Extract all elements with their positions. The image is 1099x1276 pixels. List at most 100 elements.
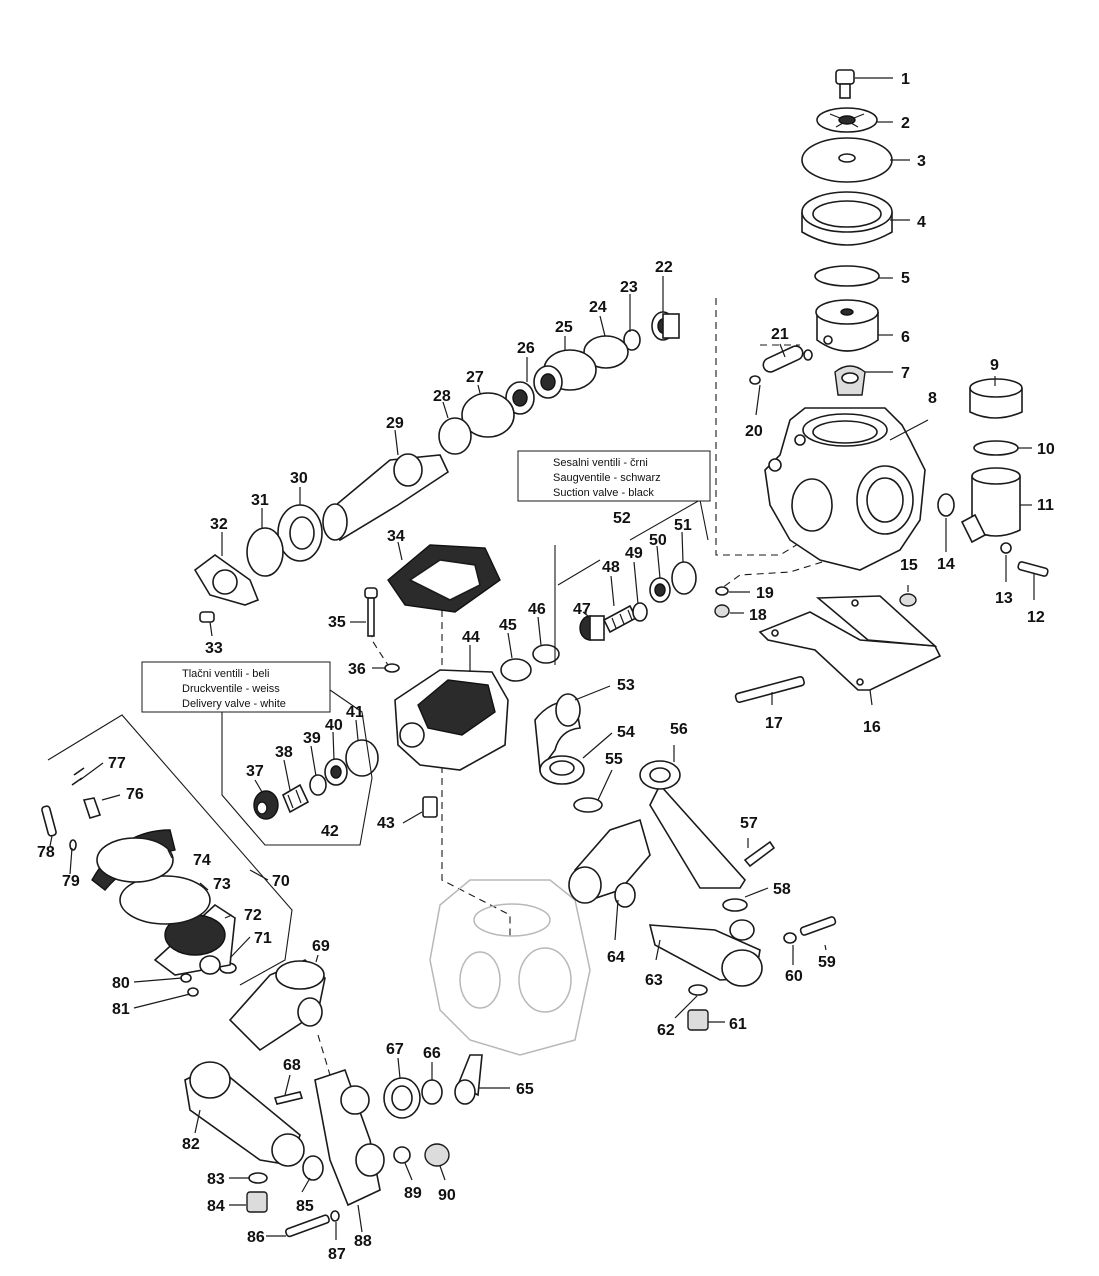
callout-11: 11 <box>1037 497 1054 514</box>
part-53-suction-elbow <box>534 693 581 773</box>
part-61-plug <box>687 1009 709 1031</box>
callout-83: 83 <box>207 1171 225 1188</box>
part-58-o-ring <box>722 898 748 912</box>
part-90-plug <box>424 1143 450 1167</box>
callout-17: 17 <box>765 715 783 732</box>
part-4-cylinder <box>801 191 893 246</box>
part-56-suction-manifold <box>639 760 746 889</box>
part-19-washer <box>715 586 729 596</box>
part-66-o-ring <box>421 1079 443 1105</box>
callout-numbers: 1 2 3 4 5 6 7 8 9 10 11 12 13 14 15 16 1… <box>37 71 1055 1263</box>
callout-56: 56 <box>670 721 688 738</box>
part-22-seal <box>651 311 680 341</box>
callout-80: 80 <box>112 975 130 992</box>
callout-67: 67 <box>386 1041 404 1058</box>
callout-6: 6 <box>901 329 910 346</box>
callout-14: 14 <box>937 556 955 573</box>
part-85-o-ring <box>302 1155 324 1181</box>
callout-3: 3 <box>917 153 926 170</box>
callout-69: 69 <box>312 938 330 955</box>
callout-13: 13 <box>995 590 1013 607</box>
part-76-knob-screw <box>82 797 102 819</box>
suction-box-line-2: Saugventile - schwarz <box>553 472 661 484</box>
callout-25: 25 <box>555 319 573 336</box>
part-39-valve-disc <box>309 774 327 796</box>
callout-40: 40 <box>325 717 343 734</box>
callout-70: 70 <box>272 873 290 890</box>
callout-23: 23 <box>620 279 638 296</box>
part-21-piston-pin <box>762 345 804 373</box>
cylinder-stack-group <box>749 69 893 396</box>
callout-27: 27 <box>466 369 484 386</box>
callout-72: 72 <box>244 907 262 924</box>
part-45-o-ring <box>500 658 532 682</box>
part-72-regulator-housing <box>153 903 236 976</box>
callout-24: 24 <box>589 299 607 316</box>
part-67-nut <box>383 1077 421 1119</box>
callout-32: 32 <box>210 516 228 533</box>
callout-64: 64 <box>607 949 625 966</box>
callout-53: 53 <box>617 677 635 694</box>
part-15-nut <box>899 593 917 607</box>
part-74-regulator-cover <box>91 829 176 891</box>
callout-59: 59 <box>818 954 836 971</box>
callout-35: 35 <box>328 614 346 631</box>
callout-60: 60 <box>785 968 803 985</box>
callout-73: 73 <box>213 876 231 893</box>
part-7-connecting-rod <box>834 365 866 396</box>
callout-78: 78 <box>37 844 55 861</box>
callout-76: 76 <box>126 786 144 803</box>
part-46-o-ring <box>532 644 560 664</box>
callout-7: 7 <box>901 365 910 382</box>
part-59-bolt <box>799 916 837 936</box>
part-35-bolt <box>364 587 378 637</box>
callout-61: 61 <box>729 1016 747 1033</box>
callout-10: 10 <box>1037 441 1055 458</box>
part-50-valve-seat <box>649 577 671 603</box>
part-63-manifold-pipe <box>648 919 763 987</box>
part-84-plug <box>246 1191 268 1213</box>
suction-box-line-1: Sesalni ventili - črni <box>553 457 648 469</box>
part-48-suction-valve-spring <box>602 604 638 634</box>
part-57-clip <box>743 840 776 868</box>
callout-37: 37 <box>246 763 264 780</box>
callout-42: 42 <box>321 823 339 840</box>
callout-2: 2 <box>901 115 910 132</box>
part-64-manifold-tee <box>568 818 651 908</box>
part-34-valve-cover <box>387 544 501 613</box>
part-38-delivery-valve-spring <box>281 783 310 814</box>
part-11-oil-reservoir <box>960 467 1021 544</box>
part-65-hose-nipple <box>454 1054 483 1105</box>
delivery-box-line-2: Druckventile - weiss <box>182 683 280 695</box>
callout-87: 87 <box>328 1246 346 1263</box>
callout-12: 12 <box>1027 609 1045 626</box>
callout-62: 62 <box>657 1022 675 1039</box>
callout-66: 66 <box>423 1045 441 1062</box>
part-27-ring <box>461 392 515 438</box>
callout-41: 41 <box>346 704 364 721</box>
callout-77: 77 <box>108 755 126 772</box>
part-78-rod <box>41 805 57 837</box>
callout-31: 31 <box>251 492 269 509</box>
callout-36: 36 <box>348 661 366 678</box>
part-82-delivery-manifold <box>184 1061 305 1167</box>
callout-34: 34 <box>387 528 405 545</box>
callout-9: 9 <box>990 357 999 374</box>
part-60-washer <box>783 932 797 944</box>
part-69-regulator-body <box>228 959 326 1052</box>
part-28-washer <box>438 417 472 455</box>
part-12-screw <box>1017 561 1049 577</box>
callout-33: 33 <box>205 640 223 657</box>
callout-74: 74 <box>193 852 211 869</box>
part-55-o-ring <box>573 797 603 813</box>
callout-5: 5 <box>901 270 910 287</box>
callout-79: 79 <box>62 873 80 890</box>
callout-50: 50 <box>649 532 667 549</box>
callout-63: 63 <box>645 972 663 989</box>
callout-68: 68 <box>283 1057 301 1074</box>
part-23-washer <box>623 329 641 351</box>
callout-84: 84 <box>207 1198 225 1215</box>
callout-16: 16 <box>863 719 881 736</box>
part-1-bolt <box>835 69 855 99</box>
